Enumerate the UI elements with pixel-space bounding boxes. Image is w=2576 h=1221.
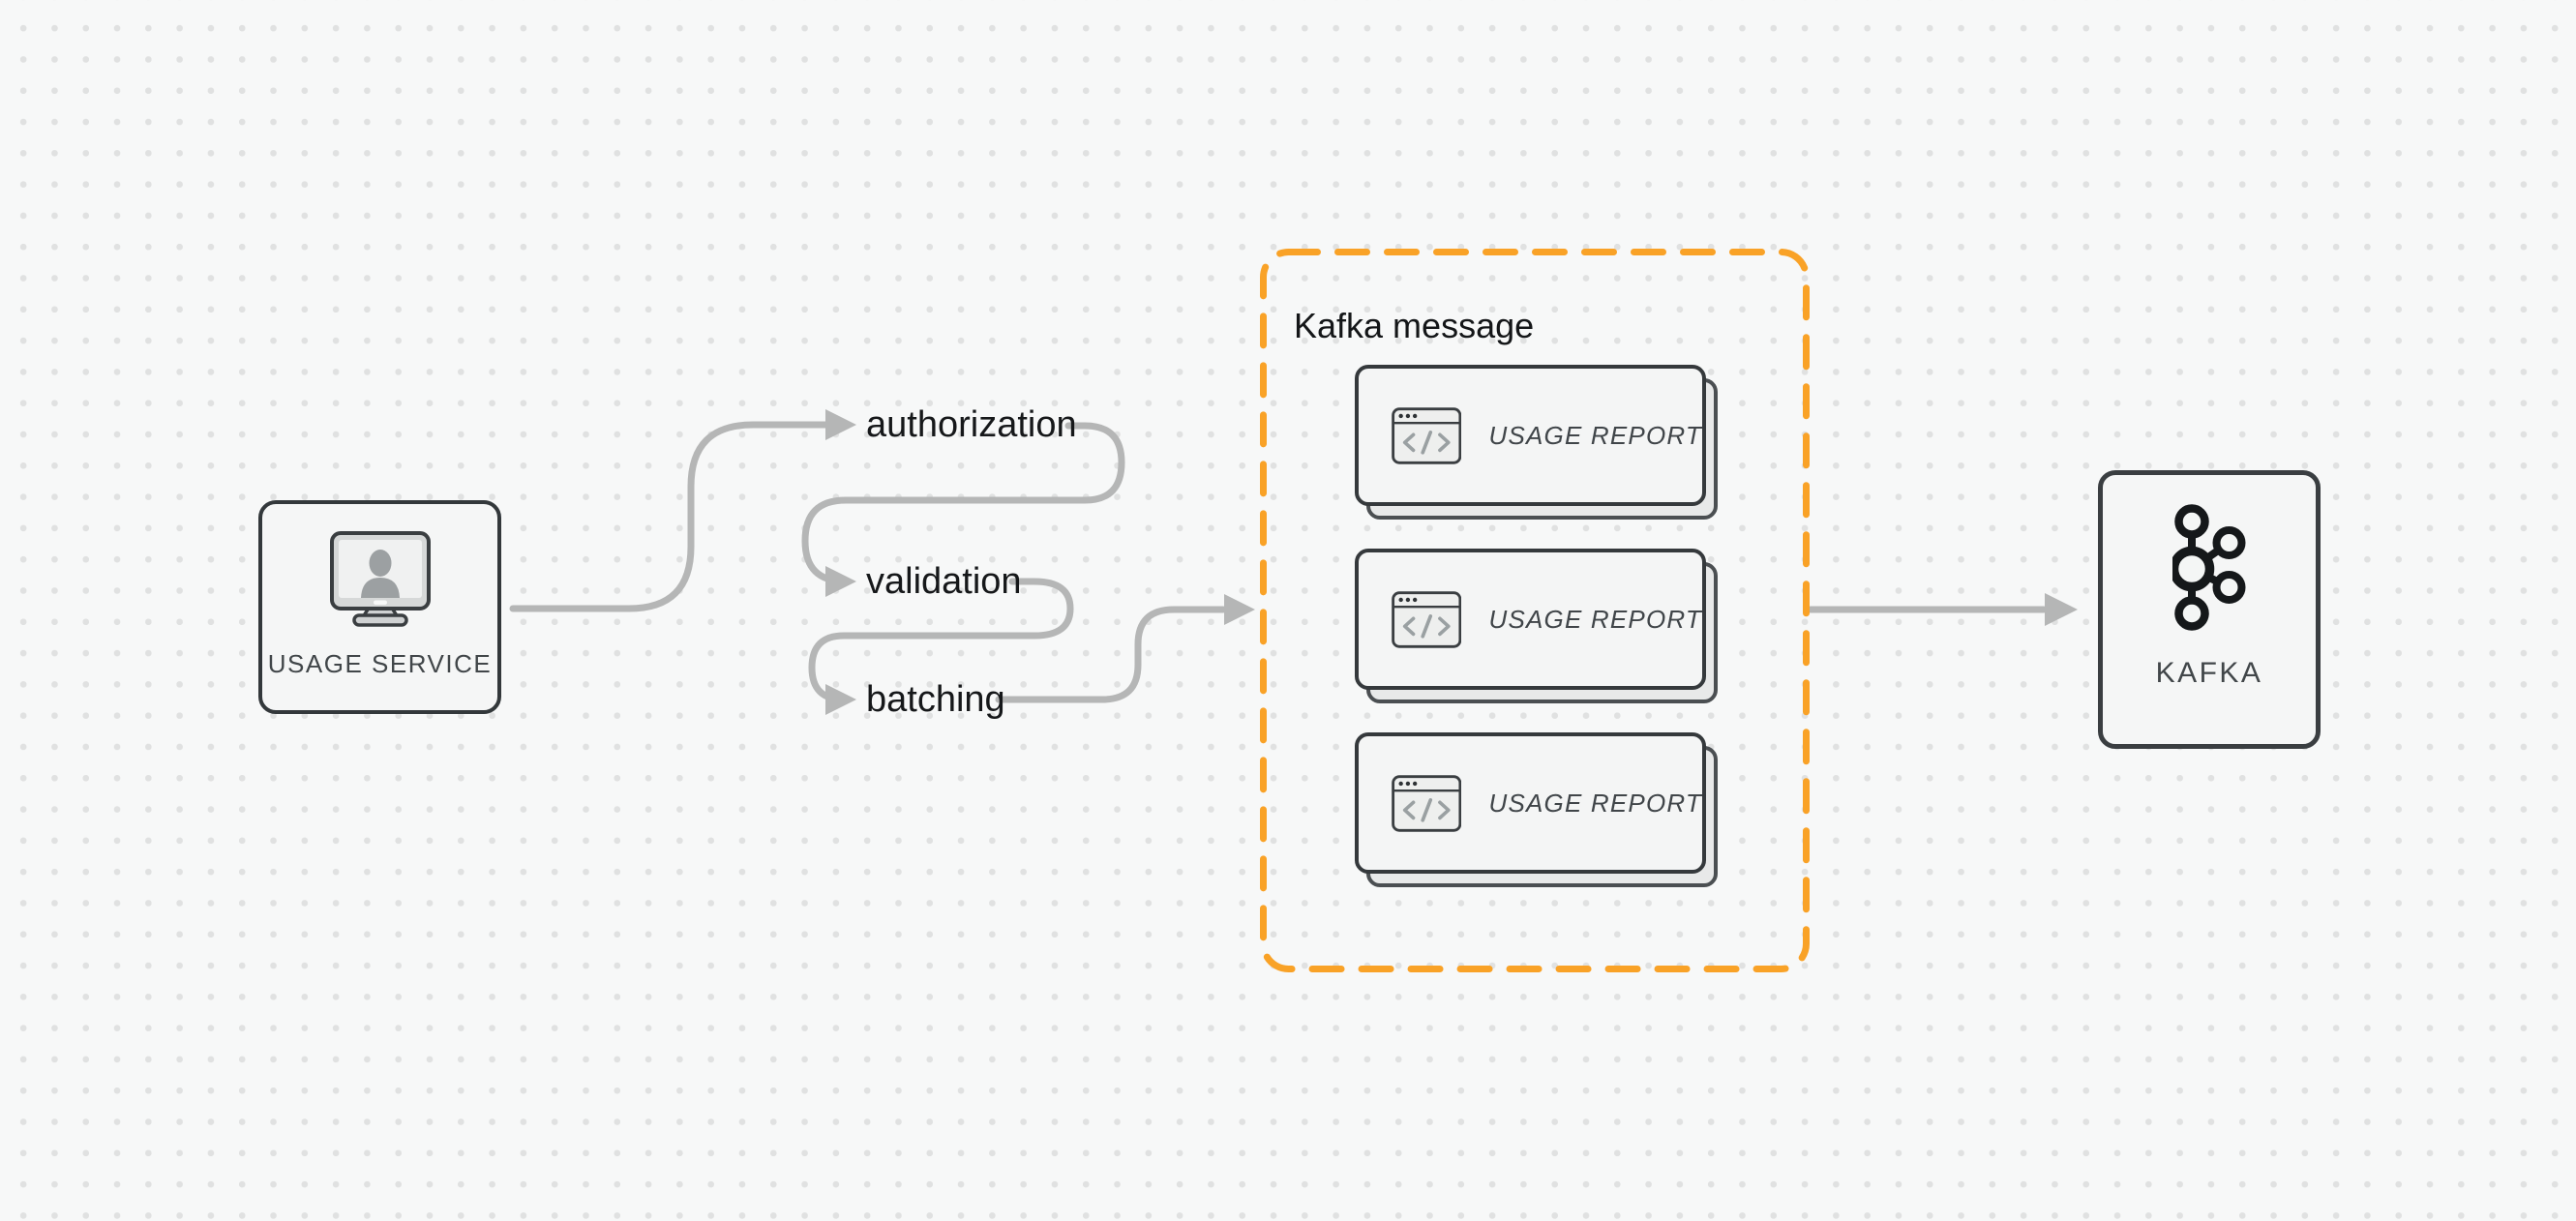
step-authorization-label: authorization (866, 404, 1077, 445)
usage-report-label: USAGE REPORT (1488, 420, 1702, 450)
kafka-label: KAFKA (2155, 657, 2263, 689)
usage-service-label: USAGE SERVICE (267, 649, 493, 678)
step-batching-label: batching (866, 679, 1005, 720)
usage-report-card: USAGE REPORT (1355, 549, 1718, 703)
usage-report-card: USAGE REPORT (1355, 732, 1718, 887)
connector-authorization-to-validation (801, 422, 1125, 585)
usage-report-label: USAGE REPORT (1488, 788, 1702, 818)
arrowhead-authorization (825, 409, 856, 440)
usage-report-card: USAGE REPORT (1355, 365, 1718, 520)
code-window-icon (1392, 406, 1462, 464)
code-window-icon (1392, 590, 1462, 648)
usage-service-node: USAGE SERVICE (258, 500, 501, 714)
arrowhead-batching (825, 684, 856, 715)
kafka-logo-icon (2172, 504, 2246, 631)
kafka-message-group: Kafka message USAGE REPORT (1260, 249, 1810, 972)
kafka-message-title: Kafka message (1294, 306, 1535, 345)
code-window-icon (1392, 774, 1462, 832)
connector-batching-to-group (995, 606, 1227, 703)
usage-report-label: USAGE REPORT (1488, 604, 1702, 634)
arrowhead-validation (825, 566, 856, 597)
user-monitor-icon (329, 531, 431, 627)
step-validation-label: validation (866, 561, 1022, 602)
arrowhead-group (1224, 594, 1255, 625)
kafka-node: KAFKA (2098, 470, 2321, 749)
connector-validation-to-batching (808, 578, 1074, 703)
dashed-border (1260, 249, 1810, 972)
arrowhead-kafka (2045, 593, 2078, 626)
connector-usage-to-authorization (509, 421, 829, 612)
